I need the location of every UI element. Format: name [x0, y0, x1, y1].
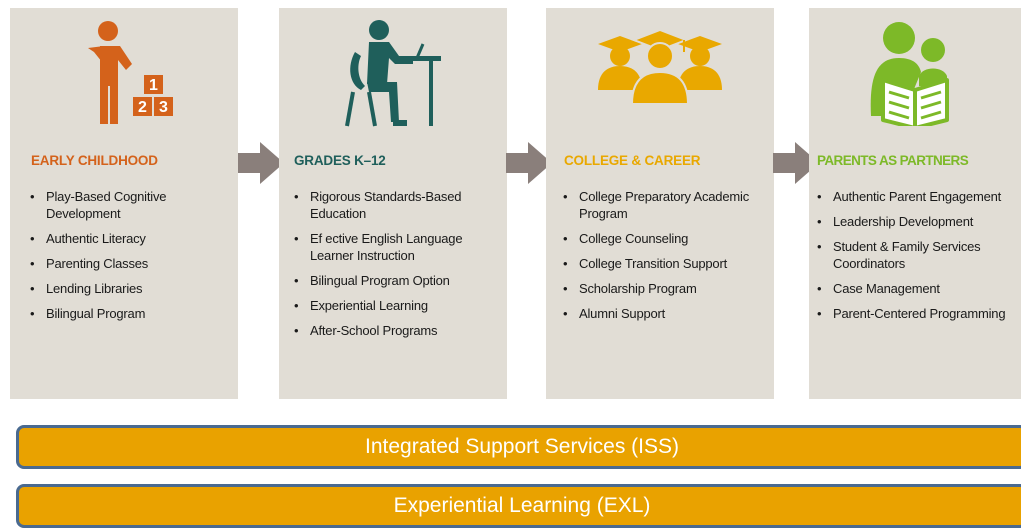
student-at-desk-icon	[279, 8, 507, 148]
iss-bar: Integrated Support Services (ISS)	[16, 425, 1021, 469]
bullet-list: •Play-Based Cognitive Development •Authe…	[30, 188, 230, 330]
list-item: •Parenting Classes	[30, 256, 149, 271]
panel-title: COLLEGE & CAREER	[564, 153, 701, 168]
list-item: •Alumni Support	[563, 306, 666, 321]
svg-text:1: 1	[149, 77, 158, 94]
list-item: •Experiential Learning	[294, 298, 428, 313]
right-arrow-icon	[773, 142, 819, 184]
list-item: •Authentic Parent Engagement	[817, 189, 1002, 204]
list-item: •Play-Based Cognitive Development	[30, 189, 167, 221]
list-item: •Rigorous Standards-Based Education	[294, 189, 462, 221]
bar-label: Integrated Support Services (ISS)	[365, 435, 679, 458]
list-item: •Student & Family Services Coordinators	[817, 239, 981, 271]
bullet-list: •Authentic Parent Engagement •Leadership…	[817, 188, 1021, 330]
parent-reading-to-child-icon	[809, 8, 1021, 148]
list-item: •Case Management	[817, 281, 940, 296]
panel-title: PARENTS AS PARTNERS	[817, 153, 969, 168]
list-item: •After-School Programs	[294, 323, 438, 338]
list-item: •College Preparatory Academic Program	[563, 189, 749, 221]
child-with-blocks-icon: 1 2 3	[10, 8, 238, 148]
list-item: •Bilingual Program Option	[294, 273, 450, 288]
panel-parents-as-partners: PARENTS AS PARTNERS •Authentic Parent En…	[809, 8, 1021, 399]
svg-text:2: 2	[138, 99, 147, 116]
list-item: •Authentic Literacy	[30, 231, 146, 246]
right-arrow-icon	[506, 142, 552, 184]
list-item: •Leadership Development	[817, 214, 974, 229]
svg-text:3: 3	[159, 99, 168, 116]
list-item: •Parent-Centered Programming	[817, 306, 1006, 321]
list-item: •College Transition Support	[563, 256, 728, 271]
panel-grades-k12: GRADES K–12 •Rigorous Standards-Based Ed…	[279, 8, 507, 399]
bar-label: Experiential Learning (EXL)	[393, 494, 651, 517]
panel-early-childhood: 1 2 3 EARLY CHILDHOOD •Play-Based Cognit…	[10, 8, 238, 399]
list-item: •Ef ective English Language Learner Inst…	[294, 231, 463, 263]
graduates-icon	[546, 8, 774, 148]
panel-title: EARLY CHILDHOOD	[31, 153, 158, 168]
bullet-list: •College Preparatory Academic Program •C…	[563, 188, 773, 330]
list-item: •Scholarship Program	[563, 281, 697, 296]
exl-bar: Experiential Learning (EXL)	[16, 484, 1021, 528]
right-arrow-icon	[238, 142, 284, 184]
bullet-list: •Rigorous Standards-Based Education •Ef …	[294, 188, 499, 347]
panel-title: GRADES K–12	[294, 153, 386, 168]
list-item: •College Counseling	[563, 231, 689, 246]
panel-college-career: COLLEGE & CAREER •College Preparatory Ac…	[546, 8, 774, 399]
list-item: •Bilingual Program	[30, 306, 146, 321]
list-item: •Lending Libraries	[30, 281, 143, 296]
